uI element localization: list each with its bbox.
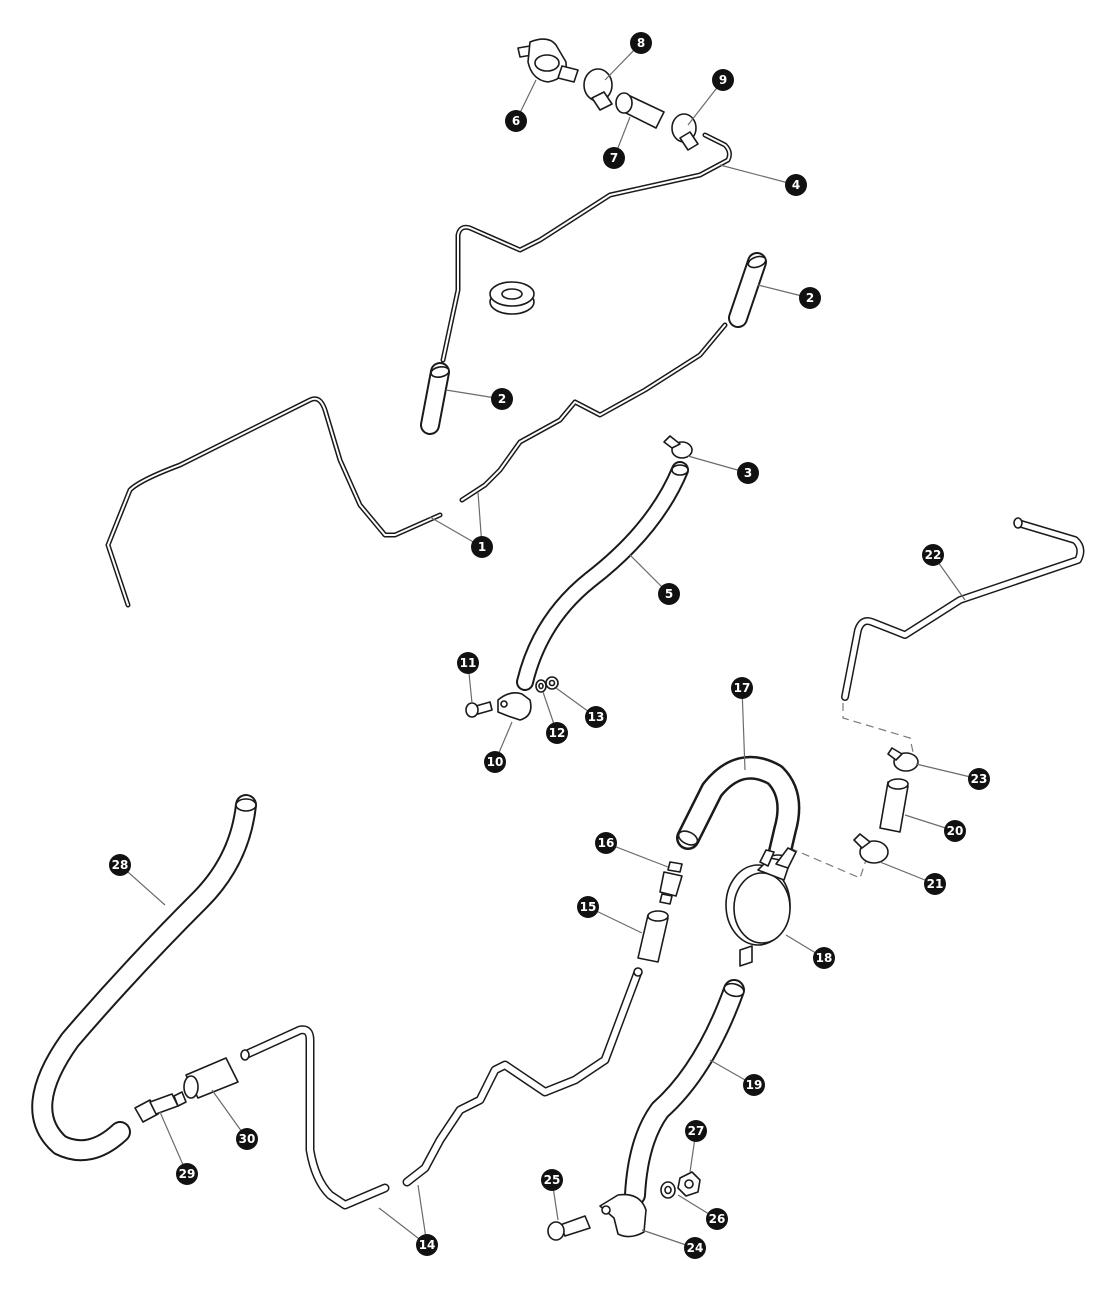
part-28-hose xyxy=(31,794,257,1162)
callout-19: 19 xyxy=(743,1074,765,1096)
part-8-clamp xyxy=(583,68,613,111)
svg-text:26: 26 xyxy=(709,1212,726,1226)
svg-text:12: 12 xyxy=(549,726,566,740)
callout-1: 1 xyxy=(471,536,493,558)
part-2-hose-upper xyxy=(728,252,767,328)
svg-text:23: 23 xyxy=(971,772,988,786)
callout-20: 20 xyxy=(944,820,966,842)
callout-15: 15 xyxy=(577,896,599,918)
svg-text:27: 27 xyxy=(688,1124,705,1138)
part-13-nut xyxy=(545,676,559,690)
part-27-nut xyxy=(677,1171,701,1197)
svg-text:2: 2 xyxy=(498,392,506,406)
part-12-washer xyxy=(535,679,547,693)
svg-text:7: 7 xyxy=(610,151,618,165)
callout-14: 14 xyxy=(416,1234,438,1256)
grommet xyxy=(489,281,535,315)
callout-6: 6 xyxy=(505,110,527,132)
part-17-u-hose xyxy=(676,755,801,872)
svg-text:6: 6 xyxy=(512,114,520,128)
assembly-line-lower xyxy=(789,847,867,879)
callout-11: 11 xyxy=(457,652,479,674)
part-29-fitting xyxy=(134,1091,187,1123)
svg-text:17: 17 xyxy=(734,681,751,695)
callout-9: 9 xyxy=(712,69,734,91)
svg-text:22: 22 xyxy=(925,548,942,562)
part-1-pipe xyxy=(105,322,728,608)
part-18-vacuum-pump xyxy=(725,847,797,967)
callout-29: 29 xyxy=(176,1163,198,1185)
part-21-clamp xyxy=(853,833,889,864)
callout-10: 10 xyxy=(484,751,506,773)
svg-text:1: 1 xyxy=(478,540,486,554)
svg-text:8: 8 xyxy=(637,36,645,50)
svg-text:19: 19 xyxy=(746,1078,763,1092)
svg-text:3: 3 xyxy=(744,466,752,480)
callout-13: 13 xyxy=(585,706,607,728)
svg-text:29: 29 xyxy=(179,1167,196,1181)
callout-18: 18 xyxy=(813,947,835,969)
svg-text:18: 18 xyxy=(816,951,833,965)
part-15-sleeve xyxy=(637,910,669,963)
svg-text:28: 28 xyxy=(112,858,129,872)
svg-text:16: 16 xyxy=(598,836,615,850)
part-22-pipe xyxy=(841,517,1085,701)
svg-text:15: 15 xyxy=(580,900,597,914)
callout-4: 4 xyxy=(785,174,807,196)
callout-2-lower: 2 xyxy=(491,388,513,410)
callout-25: 25 xyxy=(541,1169,563,1191)
part-7-sleeve xyxy=(615,92,665,129)
part-4-pipe xyxy=(440,132,732,363)
callout-22: 22 xyxy=(922,544,944,566)
callout-24: 24 xyxy=(684,1237,706,1259)
callout-26: 26 xyxy=(706,1208,728,1230)
callout-23: 23 xyxy=(968,768,990,790)
part-26-washer xyxy=(660,1181,676,1199)
part-30-sleeve xyxy=(183,1057,239,1099)
callout-30: 30 xyxy=(236,1128,258,1150)
part-19-hose xyxy=(624,979,745,1206)
callout-3: 3 xyxy=(737,462,759,484)
svg-text:5: 5 xyxy=(665,587,673,601)
assembly-line-upper xyxy=(842,703,914,753)
callout-8: 8 xyxy=(630,32,652,54)
callout-21: 21 xyxy=(924,873,946,895)
svg-text:11: 11 xyxy=(460,656,477,670)
callout-12: 12 xyxy=(546,722,568,744)
callout-27: 27 xyxy=(685,1120,707,1142)
part-5-hose xyxy=(516,461,689,691)
part-2-hose-lower xyxy=(420,362,450,435)
callout-16: 16 xyxy=(595,832,617,854)
part-25-bolt xyxy=(547,1215,591,1241)
svg-text:9: 9 xyxy=(719,73,727,87)
part-23-clip xyxy=(887,747,919,772)
svg-text:13: 13 xyxy=(588,710,605,724)
part-24-clamp xyxy=(599,1193,647,1238)
svg-text:24: 24 xyxy=(687,1241,704,1255)
callout-17: 17 xyxy=(731,677,753,699)
svg-text:25: 25 xyxy=(544,1173,561,1187)
svg-text:20: 20 xyxy=(947,824,964,838)
svg-text:30: 30 xyxy=(239,1132,256,1146)
callout-2-upper: 2 xyxy=(799,287,821,309)
part-10-clamp-bracket xyxy=(497,692,532,721)
part-3-clip xyxy=(663,435,693,459)
leader-lines xyxy=(119,42,980,1249)
callout-7: 7 xyxy=(603,147,625,169)
svg-text:4: 4 xyxy=(792,178,800,192)
svg-text:21: 21 xyxy=(927,877,944,891)
part-14-pipe xyxy=(240,967,643,1210)
part-6-check-valve xyxy=(517,38,579,83)
part-20-sleeve xyxy=(879,778,909,833)
callout-5: 5 xyxy=(658,583,680,605)
svg-text:2: 2 xyxy=(806,291,814,305)
callout-28: 28 xyxy=(109,854,131,876)
part-11-bolt xyxy=(465,701,493,718)
svg-text:10: 10 xyxy=(487,755,504,769)
part-16-fitting xyxy=(659,861,683,905)
part-9-clamp xyxy=(671,113,699,151)
svg-text:14: 14 xyxy=(419,1238,436,1252)
